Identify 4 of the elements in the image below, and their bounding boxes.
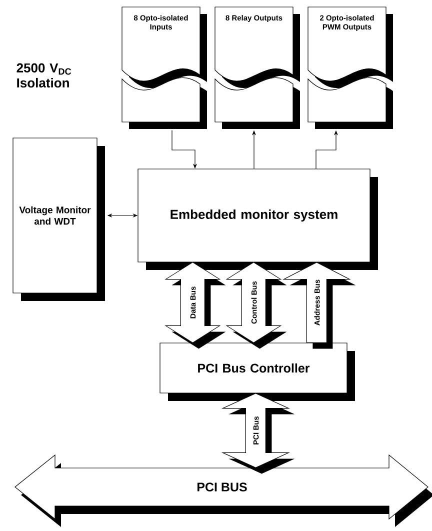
block-box: Voltage Monitor and WDT [12, 138, 105, 301]
block-box: PCI Bus Controller [160, 342, 355, 401]
isolation-note: 2500 V$_{DC}$ Isolation [16, 63, 72, 88]
block-box: Embedded monitor system [138, 168, 378, 270]
